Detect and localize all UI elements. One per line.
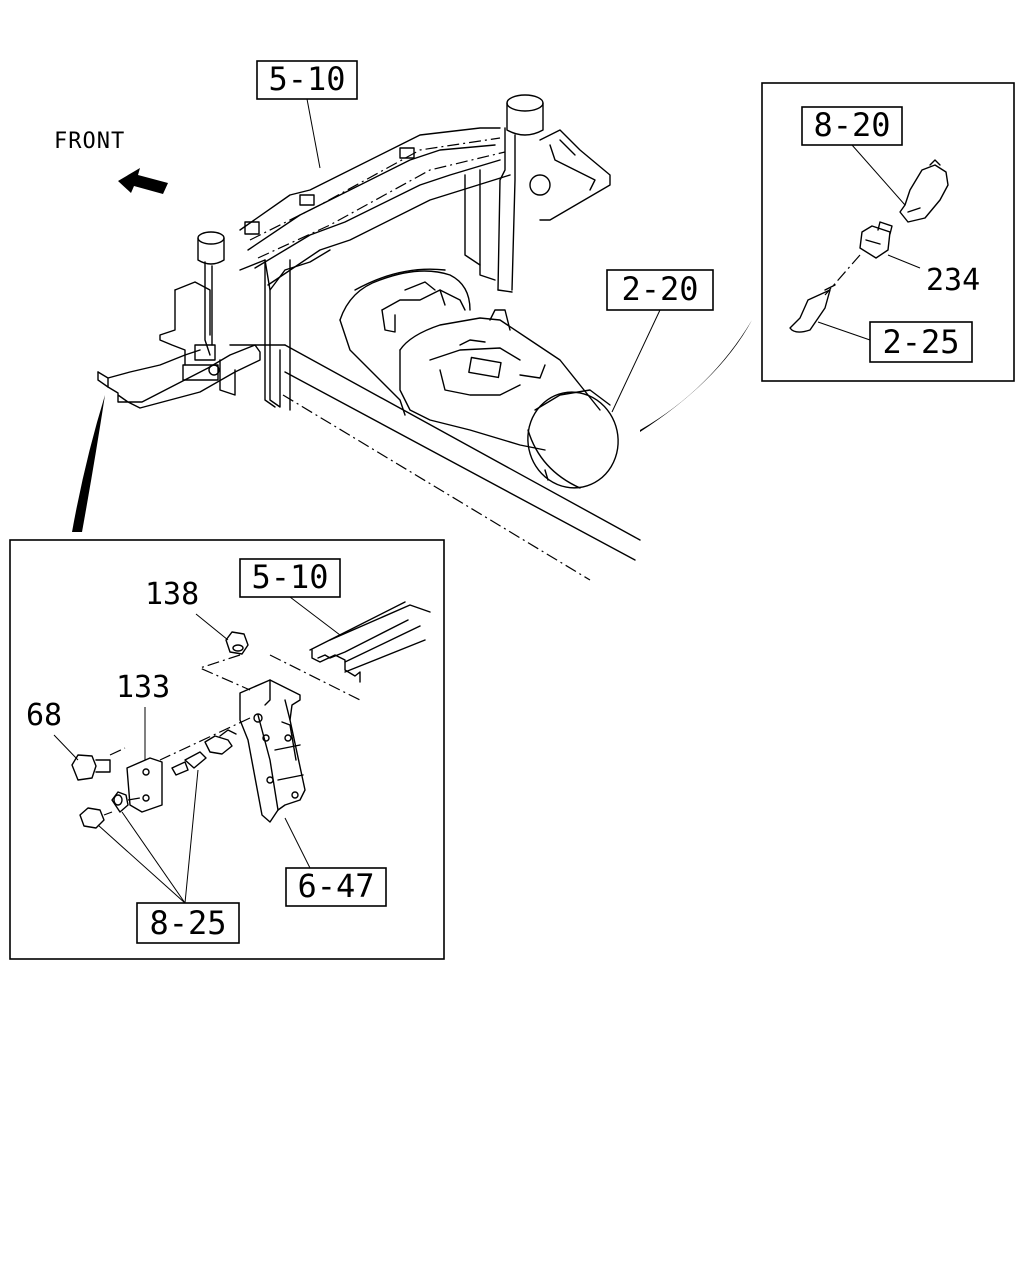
svg-text:5-10: 5-10 — [251, 558, 328, 596]
svg-text:8-25: 8-25 — [149, 904, 226, 942]
part-number-138: 138 — [145, 577, 199, 612]
ref-label-5-10-top: 5-10 — [256, 60, 358, 169]
inset-bracket-detail: 5-10 138 6-47 — [9, 539, 445, 960]
ref-label-2-20-top: 2-20 — [606, 269, 714, 413]
svg-text:2-20: 2-20 — [621, 270, 698, 308]
svg-text:5-10: 5-10 — [268, 60, 345, 98]
part-number-133: 133 — [116, 670, 170, 705]
frame-rail — [229, 344, 641, 581]
part-number-68: 68 — [26, 698, 62, 733]
svg-text:2-25: 2-25 — [882, 323, 959, 361]
part-number-234: 234 — [926, 263, 980, 298]
front-arrow-icon — [118, 168, 168, 194]
inset-pointer-left — [72, 395, 105, 532]
rear-bracket — [464, 94, 611, 293]
front-direction-label: FRONT — [54, 129, 125, 154]
inset-speed-sensor: 8-20 234 2-25 — [761, 82, 1015, 382]
inset-pointer-right — [640, 320, 752, 432]
upper-rail-5-10 — [239, 127, 511, 411]
svg-text:6-47: 6-47 — [297, 867, 374, 905]
bracket-assembly — [97, 231, 281, 409]
svg-text:8-20: 8-20 — [813, 106, 890, 144]
transmission-assembly — [339, 268, 619, 489]
